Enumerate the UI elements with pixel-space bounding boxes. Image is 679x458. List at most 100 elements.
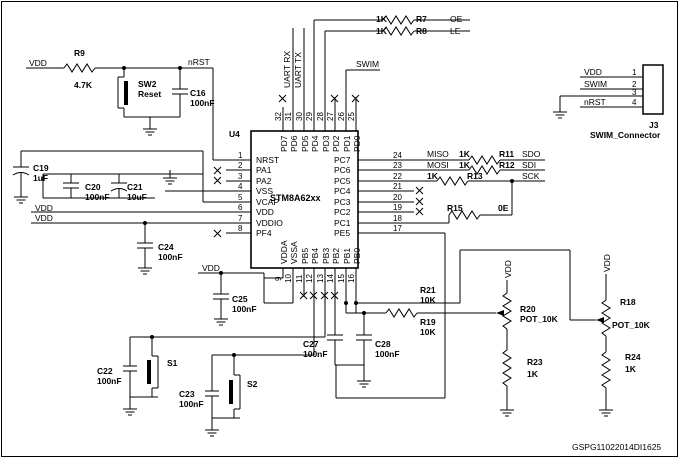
sw2-ref: SW2 (138, 79, 157, 89)
vcap-decoupling: C19 1uF C20 100nF C21 10uF (12, 150, 226, 204)
c22-value: 100nF (97, 376, 122, 386)
swim-connector-j3: 1 2 3 4 VDD SWIM nRST J3 SWIM_Connector (552, 64, 664, 140)
pin-name: PD4 (310, 135, 320, 152)
pot-r20: VDD R20 POT_10K R23 1K (496, 260, 559, 417)
reset-circuit: VDD R9 4.7K nRST SW2 Reset C16 100nF (26, 48, 226, 161)
r11-ref: R11 (499, 149, 514, 159)
pe5-net (335, 233, 446, 399)
sw2-label: Reset (138, 89, 161, 99)
c23-ref: C23 (179, 389, 195, 399)
spi-nets: MISO MOSI 1K 1K 1K R11 R12 R13 SDO SDI S… (420, 149, 545, 224)
r11-value: 1K (459, 149, 471, 159)
r23-ref: R23 (527, 357, 543, 367)
pin-num: 30 (295, 112, 304, 121)
r18-vdd: VDD (602, 254, 612, 272)
pin-num: 26 (337, 112, 346, 121)
j3-pin-num: 3 (632, 88, 637, 97)
swim-label: SWIM (356, 59, 379, 69)
pin-name: PD0 (352, 135, 362, 152)
r20-value: POT_10K (520, 314, 559, 324)
pin-name: PF4 (256, 228, 272, 238)
pin-name: PC7 (334, 155, 351, 165)
r13-value: 1K (427, 171, 439, 181)
vdd-label-1: VDD (35, 203, 53, 213)
r18-value: POT_10K (612, 320, 651, 330)
pin-name: PD6 (289, 135, 299, 152)
pin-num: 8 (238, 224, 243, 233)
r18-ref: R18 (620, 297, 636, 307)
pin-num: 10 (284, 274, 293, 283)
pin-name: PA1 (256, 165, 272, 175)
pin-name: PD7 (279, 135, 289, 152)
pin-name: PC6 (334, 165, 351, 175)
r21-value: 10K (420, 295, 436, 305)
pin-num: 19 (393, 203, 402, 212)
adc-inputs: R21 10K R19 10K C27 100nF C28 100nF (303, 249, 596, 388)
ic-ref: U4 (229, 129, 240, 139)
c25-value: 100nF (232, 304, 257, 314)
j3-net-nrst: nRST (584, 97, 606, 107)
net-vdd-label: VDD (29, 58, 47, 68)
c25-ref: C25 (232, 294, 248, 304)
pin-num: 22 (393, 172, 402, 181)
pin-num: 20 (393, 193, 402, 202)
pin-name: PD1 (342, 135, 352, 152)
r20-ref: R20 (520, 304, 536, 314)
pin-name: PB0 (352, 248, 362, 264)
pin-num: 6 (238, 203, 243, 212)
c28-ref: C28 (375, 339, 391, 349)
pin-name: PE5 (334, 228, 350, 238)
c28-value: 100nF (375, 349, 400, 359)
r8-ref: R8 (416, 26, 427, 36)
j3-pin-num: 4 (632, 98, 637, 107)
r15-ref: R15 (447, 203, 463, 213)
pin-num: 21 (393, 182, 402, 191)
pin-name: VSSA (289, 241, 299, 264)
pin-name: PB4 (310, 248, 320, 264)
pin-num: 4 (238, 182, 243, 191)
switch-s1: C22 100nF S1 (97, 297, 326, 416)
j3-ref: J3 (649, 120, 659, 130)
r20-vdd: VDD (503, 260, 513, 278)
no-connect-markers (213, 94, 424, 300)
le-label: LE (450, 26, 461, 36)
vdda-circuit: VDD C25 100nF (198, 263, 293, 326)
pin-num: 15 (337, 274, 346, 283)
pin-name: PB2 (331, 248, 341, 264)
ic-u4: U4 STM8A62xx 1 2 3 4 5 6 7 8 NRST PA1 PA… (226, 20, 445, 303)
r23-value: 1K (527, 369, 539, 379)
pin-num: 11 (295, 274, 304, 283)
c27-value: 100nF (303, 349, 328, 359)
vdd-rail: VDD VDD C24 100nF (31, 203, 226, 275)
c21-value: 10uF (127, 192, 147, 202)
r9-ref: R9 (74, 48, 85, 58)
r21-ref: R21 (420, 285, 436, 295)
r12-value: 1K (459, 160, 471, 170)
c21-ref: C21 (127, 182, 143, 192)
pin-num: 29 (305, 112, 314, 121)
pin-num: 2 (238, 161, 243, 170)
c24-ref: C24 (158, 242, 174, 252)
c20-value: 100nF (85, 192, 110, 202)
sdo-label: SDO (522, 149, 541, 159)
top-nets: 1K R7 1K R8 OE LE UART RX UART TX SWIM (282, 14, 470, 88)
pin-name: VDD (256, 207, 274, 217)
pin-name: PD5 (300, 135, 310, 152)
c22-ref: C22 (97, 366, 113, 376)
pin-num: 32 (274, 112, 283, 121)
oe-label: OE (450, 14, 463, 24)
r13-ref: R13 (467, 171, 483, 181)
pin-num: 13 (316, 274, 325, 283)
miso-label: MISO (427, 149, 449, 159)
ic-part: STM8A62xx (270, 193, 321, 203)
j3-name: SWIM_Connector (590, 130, 661, 140)
pin-num: 1 (238, 151, 243, 160)
r19-ref: R19 (420, 317, 436, 327)
pin-num: 31 (284, 112, 293, 121)
pin-name: PC1 (334, 218, 351, 228)
pin-name: PB1 (342, 248, 352, 264)
pin-name: PB3 (321, 248, 331, 264)
c27-ref: C27 (303, 339, 319, 349)
